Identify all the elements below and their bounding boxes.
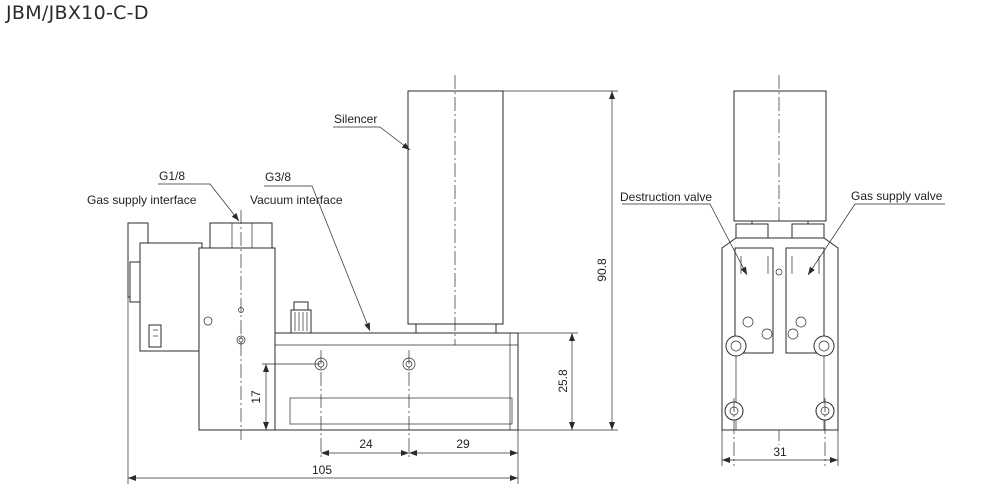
front-leaders [158, 126, 411, 332]
front-view [127, 75, 519, 458]
dim-width-a: 24 [359, 437, 373, 451]
dim-height-total: 90.8 [595, 258, 609, 282]
g38-label: G3/8 [265, 170, 291, 184]
dim-width-side: 31 [773, 445, 787, 459]
dim-width-b: 29 [456, 437, 470, 451]
silencer-label: Silencer [334, 112, 377, 126]
side-dimensions [622, 203, 945, 466]
vacuum-interface-label: Vacuum interface [250, 193, 343, 207]
dim-length-total: 105 [312, 463, 332, 477]
side-view [721, 75, 839, 466]
g18-label: G1/8 [159, 169, 185, 183]
side-silencer [733, 90, 827, 222]
knurled-knob [290, 309, 312, 334]
drawing-title: JBM/JBX10-C-D [6, 2, 149, 24]
gas-supply-valve-label: Gas supply valve [851, 189, 943, 203]
destruction-valve-label: Destruction valve [620, 190, 712, 204]
silencer-neck [415, 323, 497, 334]
dim-height-body: 25.8 [556, 369, 570, 393]
base-slot [289, 397, 513, 425]
solenoid-cap [129, 261, 141, 303]
front-dimensions [127, 90, 618, 484]
silencer [407, 90, 504, 325]
base-block [274, 332, 519, 431]
gas-supply-interface-label: Gas supply interface [87, 193, 197, 207]
dim-height-port: 17 [249, 390, 263, 404]
